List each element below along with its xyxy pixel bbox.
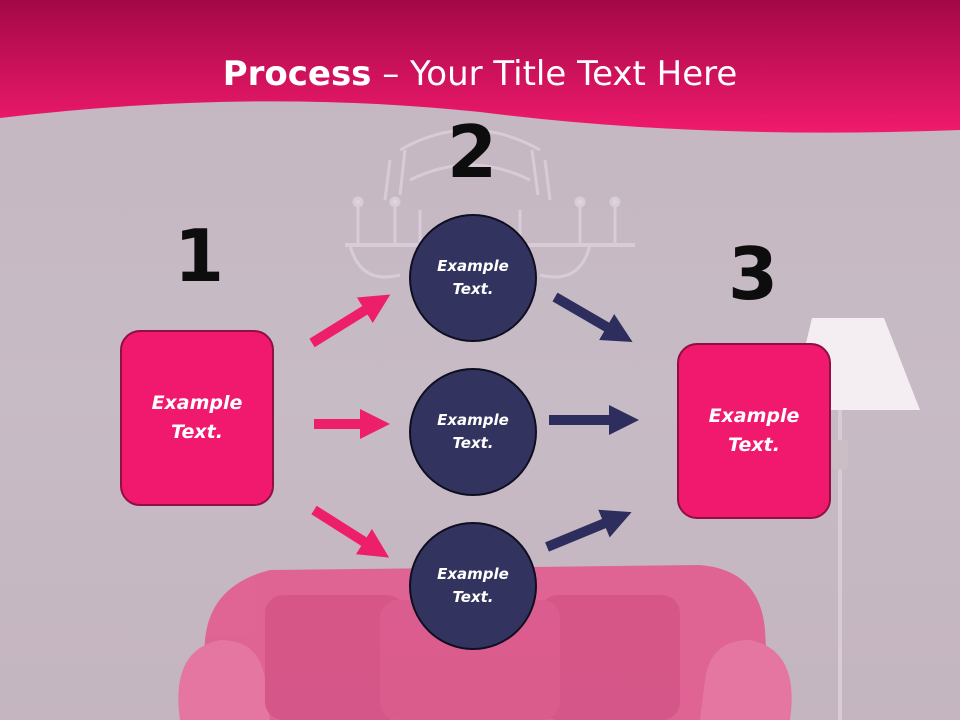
arrow-circle-bottom-to-box3 — [545, 509, 632, 552]
step-1-box: Example Text. — [120, 330, 274, 506]
step-2-circle-top: Example Text. — [409, 214, 537, 342]
step-2-circle-bottom: Example Text. — [409, 522, 537, 650]
title-bold: Process — [222, 54, 372, 94]
slide-title: Process – Your Title Text Here — [0, 52, 960, 96]
header-band — [0, 0, 960, 133]
step-3-label: Example Text. — [708, 405, 800, 456]
step-2-circle-bottom-label: Example Text. — [437, 565, 509, 606]
arrow-box1-to-circle-top — [309, 294, 391, 348]
title-rest: – Your Title Text Here — [371, 54, 738, 94]
step-3-number: 3 — [727, 232, 779, 316]
arrow-circle-top-to-box3 — [552, 292, 633, 343]
arrow-box1-to-circle-bottom — [311, 505, 390, 558]
step-1-label: Example Text. — [151, 392, 243, 443]
step-2-circle-middle-label: Example Text. — [437, 411, 509, 452]
step-1-number: 1 — [173, 214, 225, 298]
step-2-circle-top-label: Example Text. — [437, 257, 509, 298]
step-3-box: Example Text. — [677, 343, 831, 519]
step-2-circle-middle: Example Text. — [409, 368, 537, 496]
step-2-number: 2 — [446, 110, 498, 194]
